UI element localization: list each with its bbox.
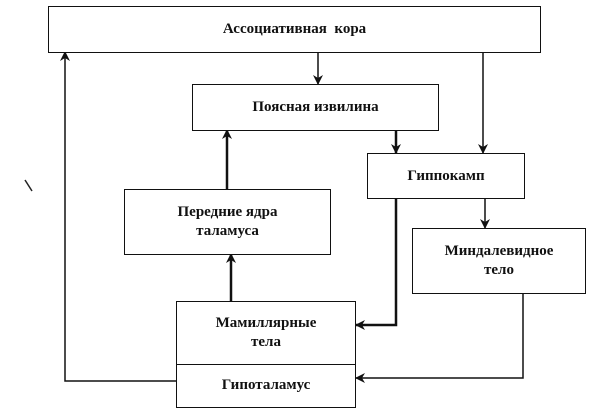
scan-artifact	[24, 179, 33, 192]
node-label-line1: Миндалевидное	[444, 243, 554, 259]
node-label-line2: тело	[484, 262, 514, 278]
node-label: Ассоциативная кора	[222, 21, 367, 37]
edge-hypothalamus-to-cortex	[60, 51, 176, 382]
node-association-cortex: Ассоциативная кора	[48, 6, 541, 53]
node-label: Гипоталамус	[221, 377, 311, 393]
node-label-line1: Мамиллярные	[215, 315, 317, 331]
node-label: Поясная извилина	[252, 99, 379, 115]
node-cingulate-gyrus: Поясная извилина	[192, 84, 439, 131]
node-label-line2: тела	[251, 334, 281, 350]
node-amygdala: Миндалевидное тело	[412, 228, 586, 294]
node-anterior-thalamic-nuclei: Передние ядра таламуса	[124, 189, 331, 255]
node-mammillary-bodies: Мамиллярные тела	[177, 302, 355, 365]
node-mammillary-hypothalamus: Мамиллярные тела Гипоталамус	[176, 301, 356, 408]
edge-amygdala-to-hypothalamus	[355, 293, 524, 383]
node-label: Гиппокамп	[407, 167, 485, 184]
node-label-line1: Передние ядра	[177, 204, 278, 220]
node-hippocampus: Гиппокамп	[367, 153, 525, 199]
node-label-line2: таламуса	[196, 223, 259, 239]
edge-hippocampus-to-mammillary	[355, 198, 398, 330]
node-hypothalamus: Гипоталамус	[177, 364, 355, 407]
